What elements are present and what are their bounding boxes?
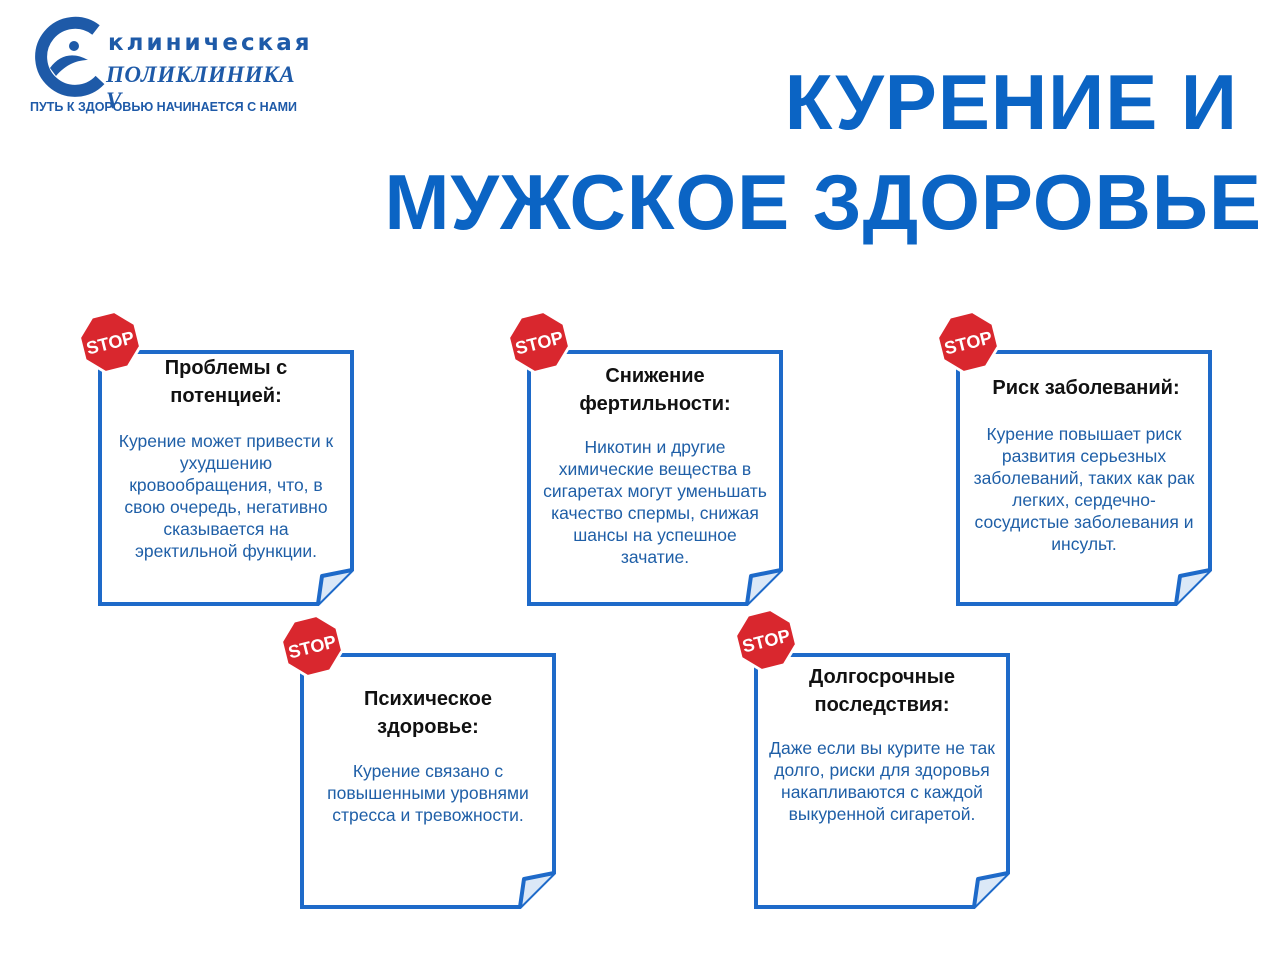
stop-sign-icon: STOP xyxy=(936,310,1000,374)
card-long-term: Долгосрочные последствия: Даже если вы к… xyxy=(754,653,1010,909)
stop-sign-icon: STOP xyxy=(507,310,571,374)
card-body: Никотин и другие химические вещества в с… xyxy=(543,437,767,567)
stop-sign-icon: STOP xyxy=(78,310,142,374)
card-frame xyxy=(98,350,354,606)
page-title: КУРЕНИЕ И МУЖСКОЕ ЗДОРОВЬЕ xyxy=(384,52,1262,252)
card-body: Курение повышает риск развития серьезных… xyxy=(973,424,1195,554)
card-heading: Долгосрочные последствия: xyxy=(809,666,955,716)
card-mental-health: Психическое здоровье: Курение связано с … xyxy=(300,653,556,909)
card-body: Курение может привести к ухудшению крово… xyxy=(118,431,334,561)
logo-emblem-icon xyxy=(35,16,105,97)
card-body: Курение связано с повышенными уровнями с… xyxy=(327,761,529,825)
logo-line-2: ПОЛИКЛИНИКА V xyxy=(106,62,296,113)
card-frame xyxy=(527,350,783,606)
card-heading: Снижение фертильности: xyxy=(579,365,731,415)
card-fertility: Снижение фертильности: Никотин и другие … xyxy=(527,350,783,606)
stop-sign-icon: STOP xyxy=(280,614,344,678)
clinic-logo: клиническая ПОЛИКЛИНИКА V ПУТЬ К ЗДОРОВЬ… xyxy=(30,14,310,124)
logo-tagline: ПУТЬ К ЗДОРОВЬЮ НАЧИНАЕТСЯ С НАМИ xyxy=(30,100,298,114)
card-frame xyxy=(754,653,1010,909)
title-line-1: КУРЕНИЕ И xyxy=(784,58,1238,146)
card-heading: Проблемы с потенцией: xyxy=(164,357,288,407)
card-potency: Проблемы с потенцией: Курение может прив… xyxy=(98,350,354,606)
card-heading: Риск заболеваний: xyxy=(992,377,1180,399)
title-line-2: МУЖСКОЕ ЗДОРОВЬЕ xyxy=(384,158,1262,246)
card-disease-risk: Риск заболеваний: Курение повышает риск … xyxy=(956,350,1212,606)
card-frame xyxy=(300,653,556,909)
card-heading: Психическое здоровье: xyxy=(364,688,492,738)
card-frame xyxy=(956,350,1212,606)
stop-sign-icon: STOP xyxy=(734,608,798,672)
logo-line-1: клиническая xyxy=(108,30,313,56)
card-body: Даже если вы курите не так долго, риски … xyxy=(769,738,995,824)
